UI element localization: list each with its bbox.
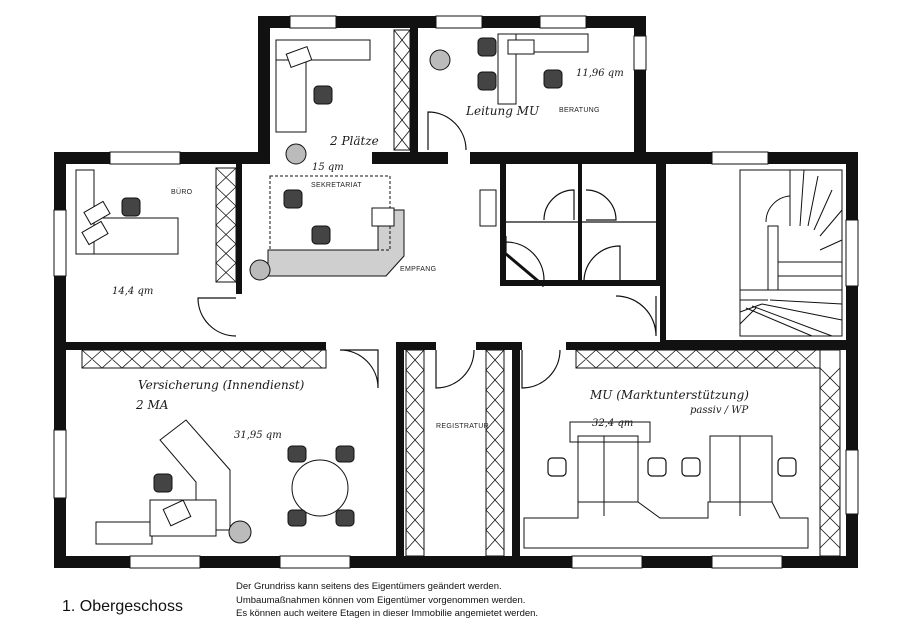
floor-plan: [53, 15, 859, 569]
note-leitung: Leitung MU: [466, 104, 540, 118]
plant-icon: [228, 49, 451, 544]
note-beratung-area: 11,96 qm: [576, 68, 624, 79]
note-sekretariat-area: 15 qm: [312, 162, 344, 173]
mu-chairs: [547, 457, 797, 477]
note-line: Der Grundriss kann seitens des Eigentüme…: [236, 581, 502, 592]
note-versicherung: Versicherung (Innendienst): [138, 378, 305, 392]
windows: [53, 15, 859, 569]
note-line: Umbaumaßnahmen können vom Eigentümer vor…: [236, 594, 526, 606]
doors: [197, 111, 660, 389]
plan-notes: Der Grundriss kann seitens des Eigentüme…: [236, 580, 538, 621]
room-label-beratung: BERATUNG: [559, 107, 600, 114]
room-label-empfang: EMPFANG: [400, 266, 437, 273]
floor-title: 1. Obergeschoss: [62, 598, 183, 615]
note-plaetze: 2 Plätze: [330, 134, 379, 148]
room-label-buero: BÜRO: [171, 189, 193, 196]
staircase: [739, 169, 843, 337]
chairs: [121, 37, 563, 527]
partition-hatch: [81, 29, 841, 551]
note-buero-area: 14,4 qm: [112, 286, 154, 297]
room-label-sekretariat: SEKRETARIAT: [311, 182, 362, 189]
note-line: Es können auch weitere Etagen in dieser …: [236, 608, 539, 619]
note-versicherung-area: 31,95 qm: [234, 430, 282, 441]
note-mu-sub: passiv / WP: [690, 405, 749, 416]
note-ma: 2 MA: [136, 398, 169, 412]
room-label-registratur: REGISTRATUR: [436, 423, 489, 430]
furniture: [75, 33, 809, 549]
note-mu-title: MU (Marktunterstützung): [590, 388, 749, 402]
note-mu-area: 32,4 qm: [592, 418, 634, 429]
